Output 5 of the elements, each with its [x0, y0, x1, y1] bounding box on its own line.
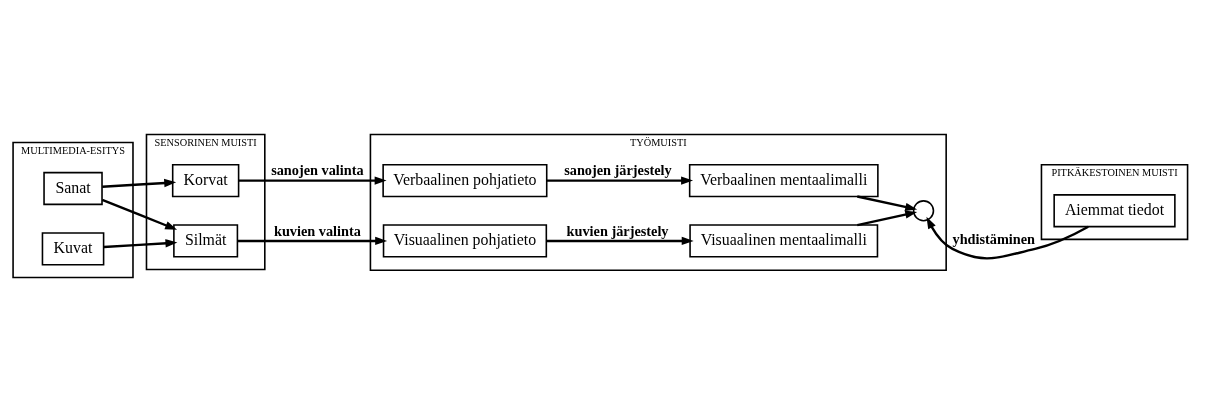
edge-label: sanojen valinta	[271, 162, 364, 179]
edge-label: yhdistäminen	[952, 230, 1036, 247]
edge-label: kuvien valinta	[273, 222, 361, 239]
edge-label: kuvien järjestely	[566, 222, 669, 239]
edge-label: sanojen järjestely	[564, 162, 672, 179]
